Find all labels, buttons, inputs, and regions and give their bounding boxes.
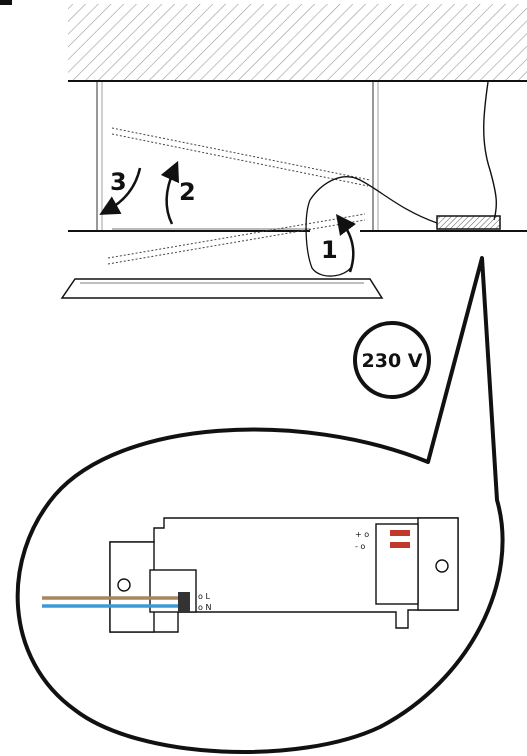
supply-cable	[483, 81, 498, 221]
driver-body	[109, 517, 459, 633]
step-2-label: 2	[179, 178, 196, 206]
terminal-N-label: o N	[198, 603, 211, 612]
led-driver	[109, 517, 459, 633]
terminal-L-label: o L	[198, 592, 210, 601]
step-2-arrow	[160, 160, 180, 225]
input-terminal-clamp	[178, 592, 190, 612]
driver-left-screw	[117, 578, 131, 592]
driver-left-clamp	[109, 541, 155, 633]
voltage-label: 230 V	[362, 350, 423, 372]
corner-mark	[0, 0, 12, 5]
detail-callout	[15, 256, 505, 754]
tilted-ceiling-tile	[107, 127, 371, 265]
ceiling-slab	[68, 4, 527, 80]
voltage-badge	[353, 321, 431, 399]
step-3-arrow	[99, 167, 142, 215]
step-1-label: 1	[321, 236, 338, 264]
connection-wire	[305, 176, 438, 277]
junction-box	[436, 215, 501, 230]
led-panel	[60, 278, 384, 299]
terminal-minus-label: - o	[355, 542, 365, 551]
step-3-label: 3	[110, 168, 127, 196]
terminal-plus-label: + o	[355, 530, 369, 539]
step-1-arrow	[336, 213, 356, 273]
output-terminal-minus	[390, 542, 410, 548]
driver-right-screw	[435, 559, 449, 573]
output-terminal-block	[375, 523, 419, 605]
output-terminal-plus	[390, 530, 410, 536]
